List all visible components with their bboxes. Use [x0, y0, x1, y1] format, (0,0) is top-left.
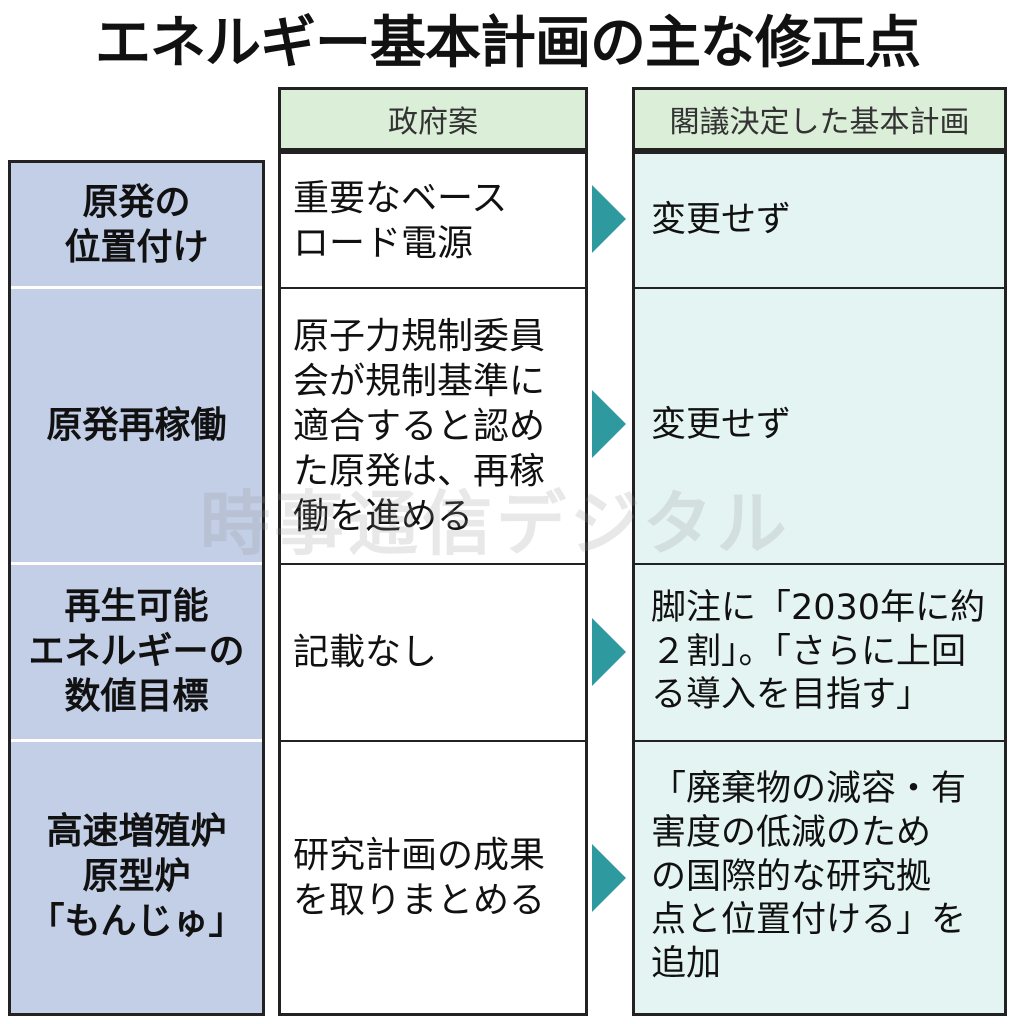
row-header-restart: 原発再稼働 — [8, 287, 265, 563]
decided-cell-renewables: 脚注に「2030年に約 ２割」。「さらに上回 る導入を目指す」 — [632, 563, 1007, 740]
right-arrow-icon — [592, 185, 626, 253]
right-arrow-icon — [592, 844, 626, 912]
decided-cell-nuclear-position: 変更せず — [632, 151, 1007, 287]
government-cell-restart: 原子力規制委員 会が規制基準に 適合すると認め た原発は、再稼 働を進める — [278, 287, 588, 563]
page-title: エネルギー基本計画の主な修正点 — [95, 11, 921, 76]
column-header-government: 政府案 — [278, 87, 588, 151]
government-cell-renewables: 記載なし — [278, 563, 588, 740]
government-cell-nuclear-position: 重要なベース ロード電源 — [278, 151, 588, 287]
row-header-monju: 高速増殖炉 原型炉 「もんじゅ」 — [8, 740, 265, 1016]
right-arrow-icon — [592, 390, 626, 458]
row-separator — [11, 739, 262, 742]
row-separator — [11, 562, 262, 565]
row-separator — [11, 286, 262, 289]
government-cell-monju: 研究計画の成果 を取りまとめる — [278, 740, 588, 1016]
row-header-renewables: 再生可能 エネルギーの 数値目標 — [8, 563, 265, 740]
right-arrow-icon — [592, 618, 626, 686]
column-header-decided: 閣議決定した基本計画 — [632, 87, 1007, 151]
decided-cell-restart: 変更せず — [632, 287, 1007, 563]
row-header-nuclear-position: 原発の 位置付け — [8, 160, 265, 287]
decided-cell-monju: 「廃棄物の減容・有 害度の低減のため の国際的な研究拠 点と位置付ける」を 追加 — [632, 740, 1007, 1016]
